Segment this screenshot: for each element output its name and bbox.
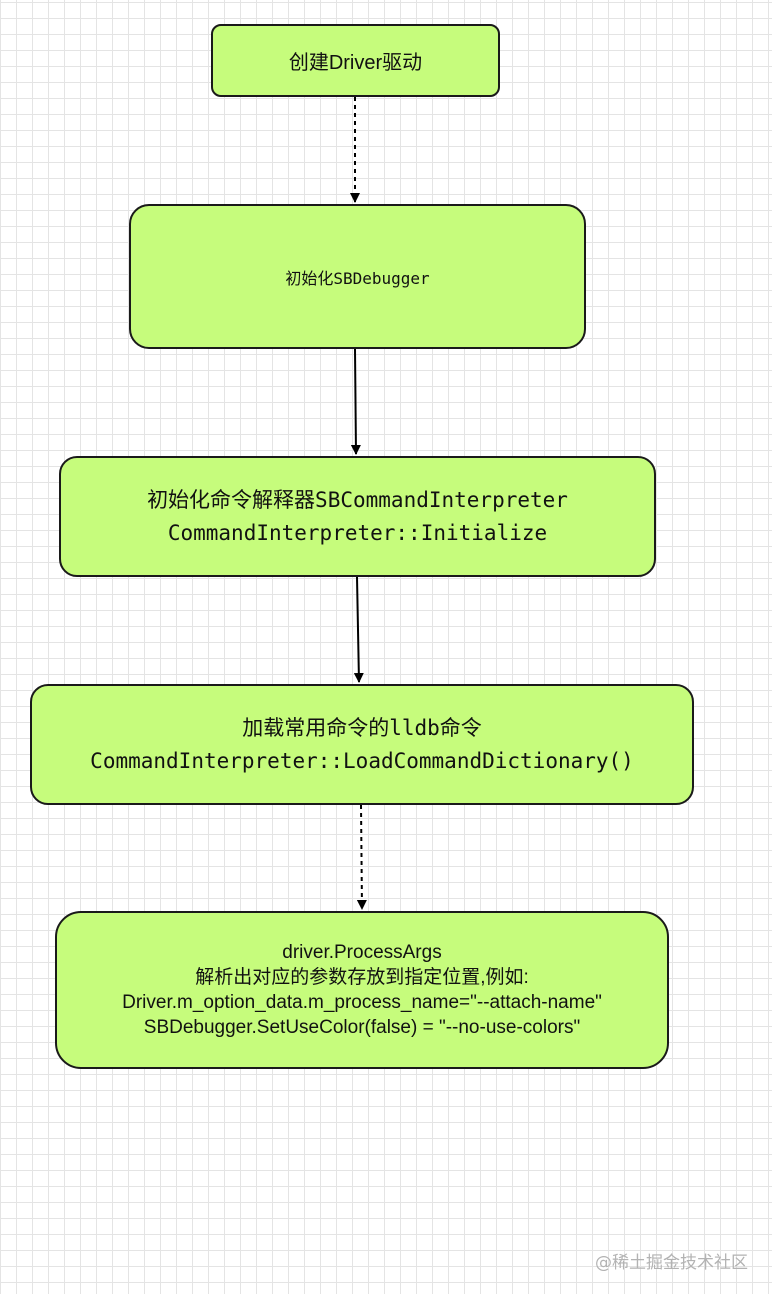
- process-args-example-no-colors: SBDebugger.SetUseColor(false) = "--no-us…: [143, 1017, 581, 1038]
- process-args-example-attach-name: Driver.m_option_data.m_process_name="--a…: [122, 992, 602, 1013]
- load-commands-function: CommandInterpreter::LoadCommandDictionar…: [90, 748, 634, 773]
- init-command-interpreter-node: 初始化命令解释器SBCommandInterpreter CommandInte…: [59, 456, 656, 577]
- init-sbdebugger-label: 初始化SBDebugger: [285, 268, 430, 288]
- init-sbdebugger-node: 初始化SBDebugger: [129, 204, 586, 349]
- create-driver-node: 创建Driver驱动: [211, 24, 500, 97]
- create-driver-label: 创建Driver驱动: [288, 52, 423, 74]
- edge-sbdebugger-to-interpreter: [350, 348, 361, 455]
- edge-interpreter-to-load-commands: [353, 576, 364, 683]
- init-interpreter-title: 初始化命令解释器SBCommandInterpreter: [147, 487, 568, 512]
- load-command-dictionary-node: 加载常用命令的lldb命令 CommandInterpreter::LoadCo…: [30, 684, 694, 805]
- load-commands-title: 加载常用命令的lldb命令: [242, 715, 482, 740]
- juejin-watermark: @稀土掘金技术社区: [595, 1253, 748, 1273]
- process-args-node: driver.ProcessArgs 解析出对应的参数存放到指定位置,例如: D…: [55, 911, 669, 1069]
- process-args-description: 解析出对应的参数存放到指定位置,例如:: [195, 967, 529, 988]
- init-interpreter-function: CommandInterpreter::Initialize: [167, 520, 548, 545]
- edge-load-commands-to-process-args: [356, 804, 367, 910]
- process-args-title: driver.ProcessArgs: [282, 942, 442, 963]
